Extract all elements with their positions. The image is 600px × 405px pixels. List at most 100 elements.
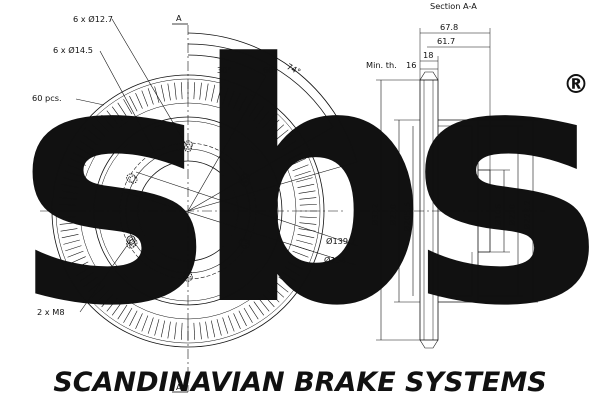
diameter-210: Ø210: [388, 204, 398, 226]
vent-fin: [274, 281, 289, 293]
vent-fin: [87, 129, 102, 141]
vent-fin: [299, 222, 317, 225]
bolt-hole-large: [183, 272, 193, 282]
bolt-hole-large: [126, 239, 136, 249]
registered-mark-icon: ®: [563, 70, 589, 100]
vent-fin: [258, 110, 270, 125]
leader-threads: [79, 239, 132, 313]
vent-fin: [60, 228, 78, 232]
vent-fin: [233, 313, 241, 329]
front-view: [40, 18, 359, 393]
vent-fin: [278, 276, 293, 288]
section-title: Section A-A: [430, 1, 477, 11]
section-marker-top: A: [176, 13, 182, 23]
bolt-hole-large: [183, 140, 193, 150]
disc-outer-inner-edge: [55, 78, 321, 344]
vent-fin: [61, 183, 79, 189]
vent-fin: [76, 146, 92, 156]
vent-fin: [205, 83, 209, 101]
vent-fin: [271, 285, 285, 298]
vent-fin: [290, 158, 306, 166]
vent-fin: [83, 276, 98, 288]
label-holes-large: 6 x Ø14.5: [53, 45, 93, 55]
vent-fin: [248, 102, 259, 118]
vent-fin: [76, 266, 92, 276]
friction-ring-bottom-edge: [419, 339, 439, 349]
vent-fin: [167, 83, 171, 101]
label-holes-small: 6 x Ø12.7: [73, 14, 113, 24]
vent-fin: [154, 319, 160, 336]
vent-fin: [59, 203, 77, 206]
vent-fin: [65, 245, 82, 252]
vent-fin: [79, 140, 95, 151]
vent-fin: [258, 297, 270, 312]
width-67-8: 67.8: [440, 22, 458, 32]
center-bore: [137, 160, 239, 262]
vent-fin: [167, 321, 171, 339]
vent-fin: [297, 233, 315, 239]
vent-fin: [87, 281, 102, 293]
angle-label-30: 30°: [217, 65, 232, 75]
vent-fin: [193, 82, 196, 100]
vent-fin: [65, 170, 82, 177]
vent-fin: [238, 95, 247, 112]
section-marker-bottom: A: [176, 382, 182, 392]
angle-ray-60: [187, 126, 334, 212]
angle-arc-60: [187, 43, 334, 128]
bolt-hole-small: [238, 238, 247, 247]
label-vent-count: 60 pcs.: [32, 93, 62, 103]
sbs-watermark-logo: sbs ®: [15, 0, 600, 378]
min-thickness-value: 16: [406, 60, 416, 70]
vent-fin: [135, 313, 143, 329]
vent-fin: [123, 307, 133, 323]
angle-arc-30: [187, 54, 267, 77]
bolt-hole-small: [129, 238, 138, 247]
vent-fin: [91, 124, 105, 137]
diameter-222-2: Ø222.2: [522, 200, 532, 230]
vent-fin: [199, 322, 202, 340]
label-threads: 2 x M8: [37, 307, 65, 317]
vent-fin: [296, 239, 313, 245]
vent-fin: [216, 86, 222, 103]
leader-bolt-circle-139-7: [135, 171, 359, 247]
diameter-220: Ø220: [507, 204, 517, 226]
bolt-hole-small: [238, 175, 247, 184]
vent-fin: [227, 90, 235, 107]
bolt-holes: [126, 140, 250, 282]
vent-fin: [287, 261, 304, 270]
vent-fin: [123, 99, 133, 115]
vent-fin: [266, 289, 280, 303]
front-view-labels: A A 6 x Ø12.7 6 x Ø14.5 60 pcs. 2 x M8 3…: [32, 13, 356, 392]
leader-bolt-circle-154: [123, 191, 357, 266]
vent-fin: [70, 158, 86, 166]
vent-fin: [248, 304, 259, 320]
thread-hole-core: [128, 237, 134, 243]
friction-ring-outer-face: [419, 79, 439, 341]
vent-fin: [281, 140, 297, 151]
vent-fin: [262, 114, 275, 128]
vent-fin: [117, 102, 128, 118]
min-thickness-label: Min. th.: [366, 60, 397, 70]
vent-fin: [210, 84, 216, 102]
vent-fin: [67, 250, 84, 258]
vent-fin: [79, 271, 95, 282]
section-view: [360, 28, 545, 349]
vent-fin: [111, 106, 123, 121]
diameter-312: Ø312: [370, 204, 380, 226]
vent-fin: [147, 317, 154, 334]
leader-holes-small: [111, 18, 189, 149]
vent-fin: [266, 119, 280, 133]
vent-fin: [106, 110, 118, 125]
vent-fin: [222, 88, 229, 105]
vent-fin: [106, 297, 118, 312]
section-view-labels: Section A-A 67.8 61.7 18 Min. th. 16 Ø31…: [366, 1, 532, 232]
vent-fin: [59, 222, 77, 225]
hat-step: [97, 120, 279, 302]
vent-fin: [299, 216, 317, 219]
vent-fin: [60, 190, 78, 194]
vent-fin: [135, 93, 143, 109]
leader-vents: [75, 98, 105, 106]
vent-fin: [281, 271, 297, 282]
angle-ray-74: [187, 161, 358, 212]
